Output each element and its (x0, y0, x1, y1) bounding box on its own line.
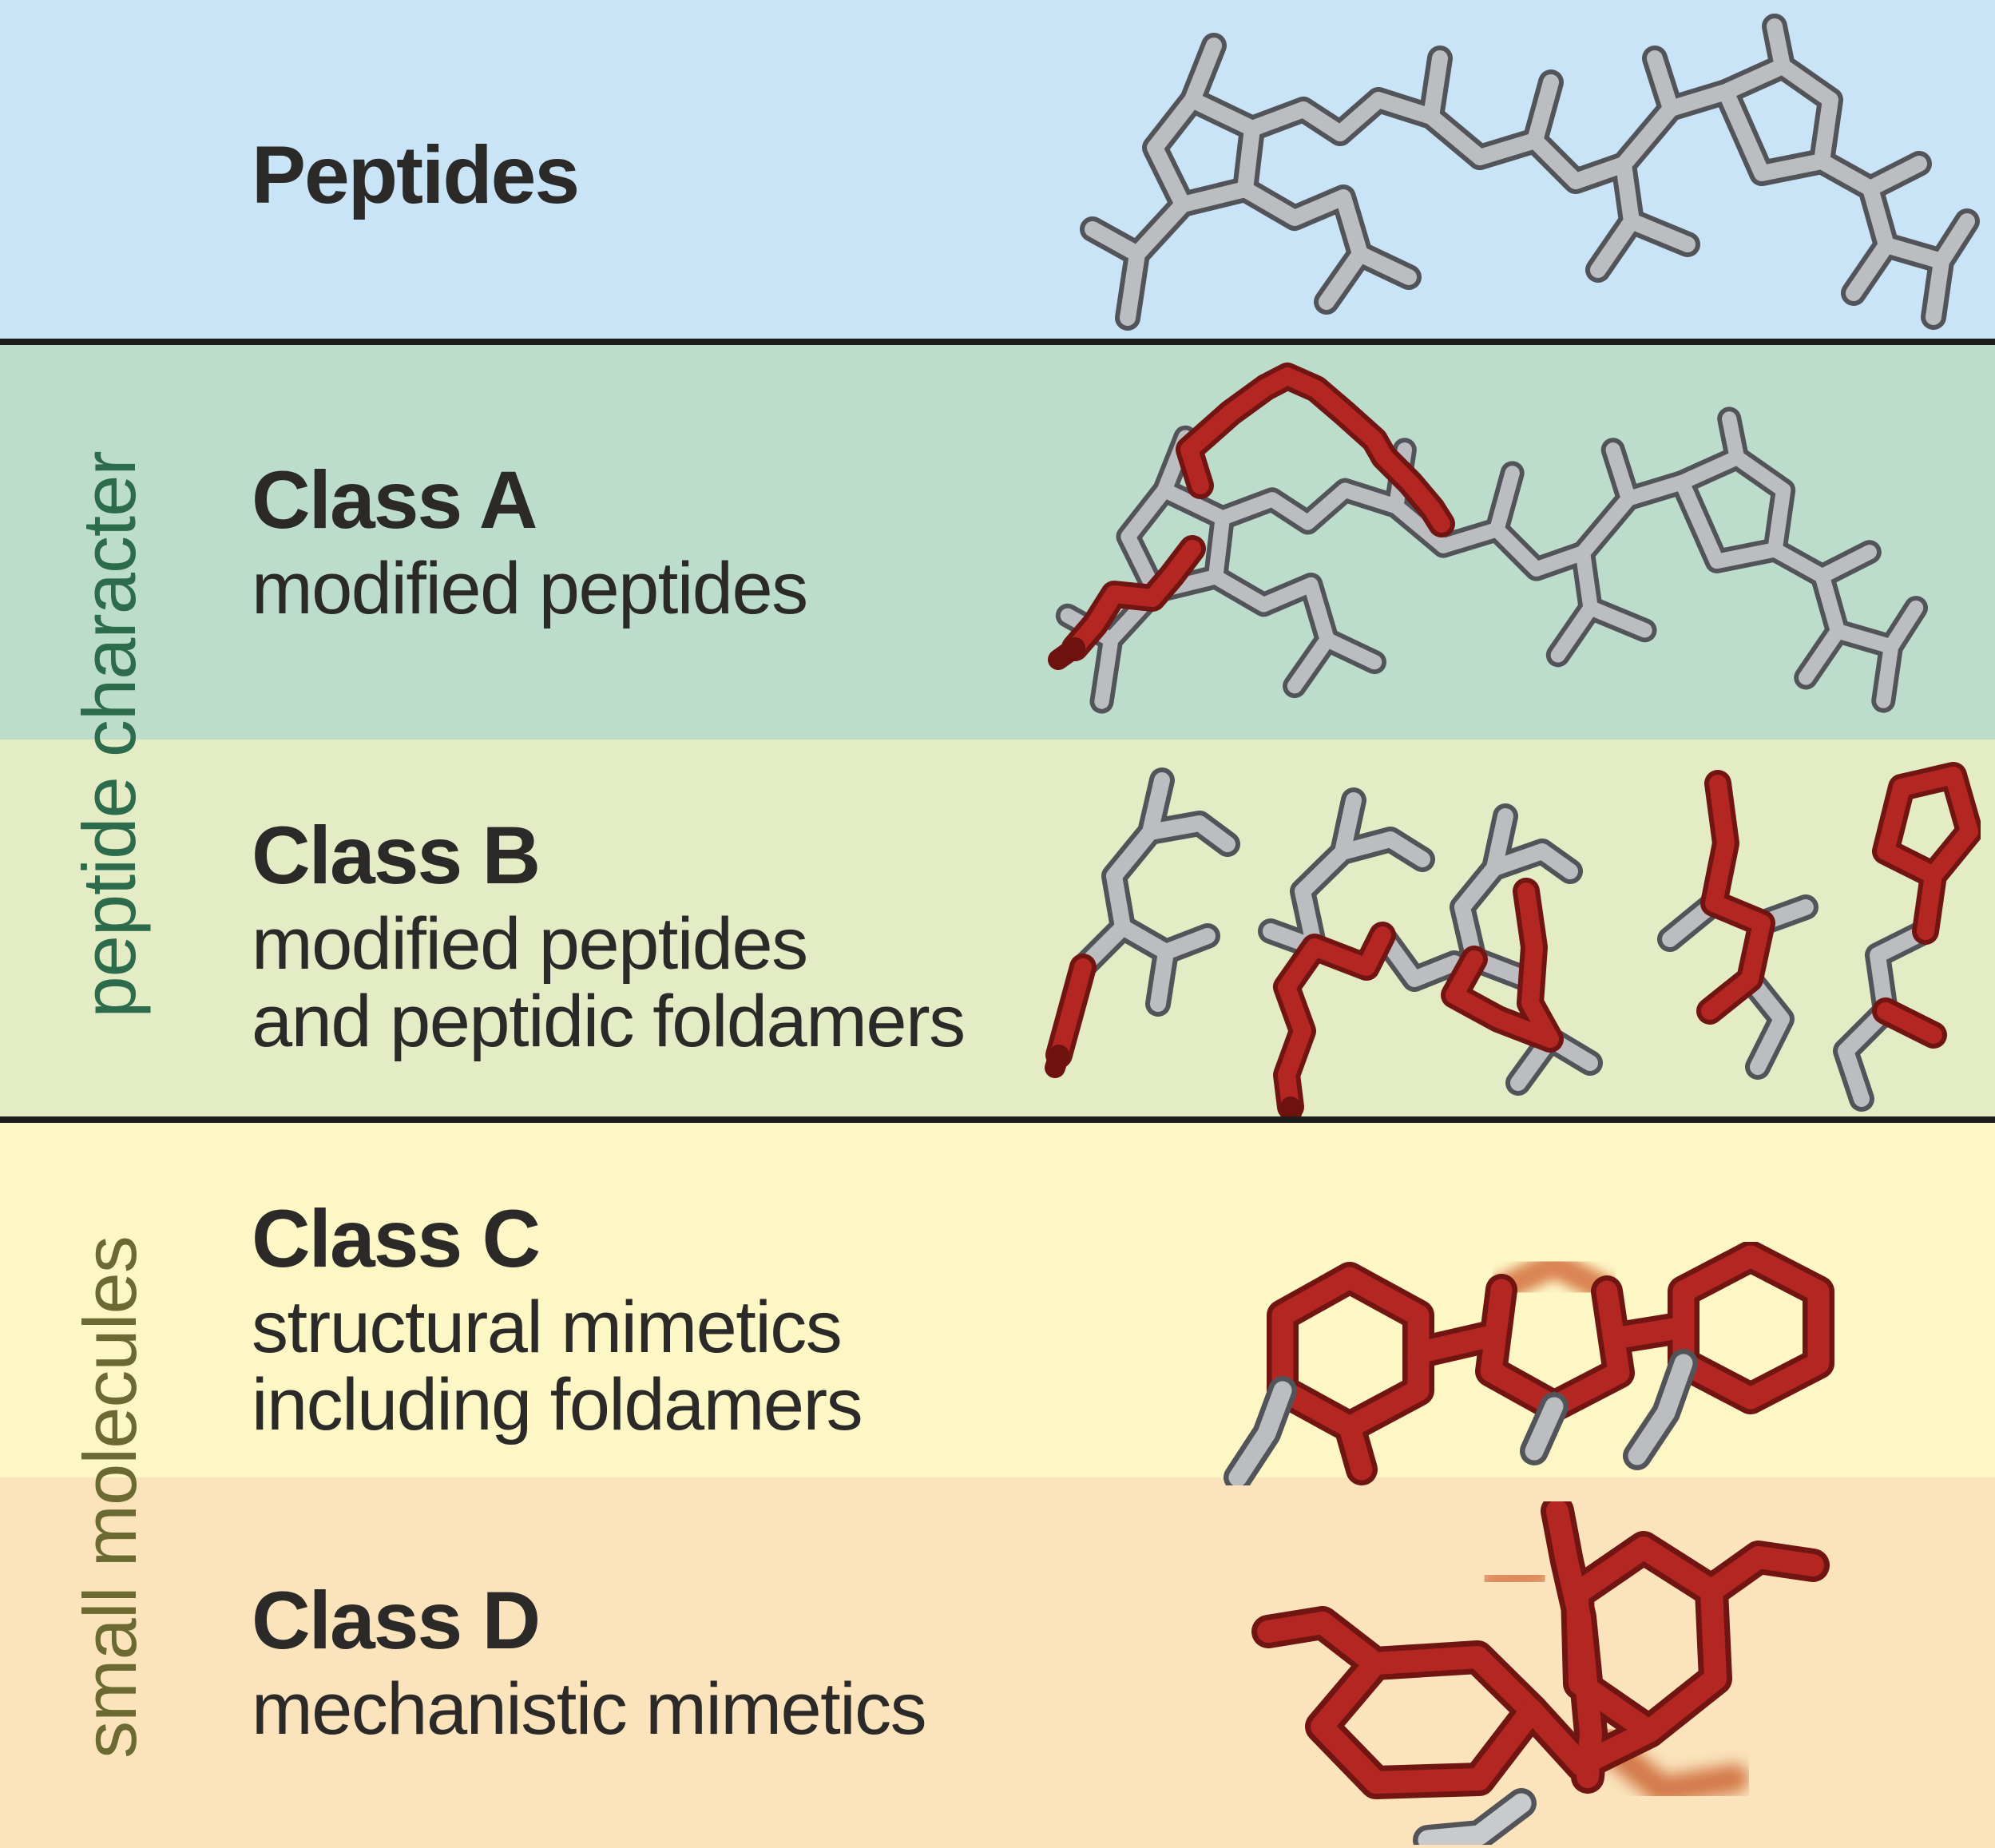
peptides-heading: Peptides (252, 129, 580, 220)
class-c-sublabel-line2: including foldamers (252, 1364, 863, 1445)
molecule-class-d-mechanistic-mimetic-stick-model (1246, 1501, 1837, 1845)
class-d-sublabel: mechanistic mimetics (252, 1668, 927, 1750)
molecule-class-c-structural-mimetic-stick-model (1222, 1242, 1885, 1485)
band-class-a (0, 343, 1995, 740)
molecule-class-b-peptidic-foldamer-stick-model (1045, 755, 1981, 1122)
class-a-sublabel: modified peptides (252, 548, 808, 629)
class-d-label-block: Class D mechanistic mimetics (252, 1575, 927, 1750)
class-b-heading: Class B (252, 810, 541, 901)
class-c-heading: Class C (252, 1193, 541, 1284)
peptides-label-block: Peptides (252, 129, 580, 225)
divider-classB-classC (0, 1116, 1995, 1123)
class-c-sublabel-line1: structural mimetics (252, 1287, 843, 1368)
side-label-peptide-character: peptide character (67, 451, 151, 1018)
class-a-label-block: Class A modified peptides (252, 454, 808, 629)
class-b-sublabel-line2: and peptidic foldamers (252, 981, 966, 1062)
class-a-heading: Class A (252, 454, 537, 545)
side-label-small-molecules: small molecules (68, 1236, 152, 1759)
molecule-peptides-gray-stick-model (1062, 12, 1989, 335)
class-d-heading: Class D (252, 1575, 541, 1666)
class-b-label-block: Class B modified peptides and peptidic f… (252, 810, 966, 1062)
divider-peptides-classA (0, 339, 1995, 345)
class-b-sublabel-line1: modified peptides (252, 903, 808, 985)
class-c-label-block: Class C structural mimetics including fo… (252, 1193, 863, 1445)
molecule-class-a-modified-peptide-stick-model (1048, 355, 1989, 740)
